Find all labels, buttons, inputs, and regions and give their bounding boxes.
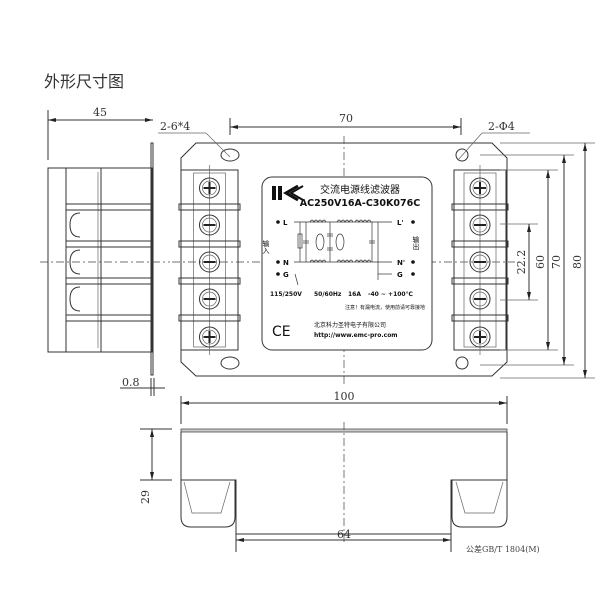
dim-height-80: 80: [571, 255, 584, 269]
rating-voltage: 115/250V: [270, 291, 302, 298]
terminal-screw: [199, 214, 220, 236]
input-label: 输入: [262, 239, 270, 254]
terminal-l-label: L: [283, 219, 288, 227]
bottom-view: 100 29 64: [139, 390, 508, 552]
rating-temperature: -40 ~ +100℃: [368, 291, 413, 298]
side-view: 45: [40, 106, 170, 376]
rating-frequency: 50/60Hz: [314, 291, 342, 298]
mounting-hole: [455, 148, 469, 162]
output-label: 输出: [412, 235, 420, 251]
terminal-screw: [469, 326, 491, 348]
dim-length: 100: [334, 390, 355, 403]
terminal-screw: [469, 214, 491, 236]
mounting-slot: [220, 356, 240, 370]
terminal-screw: [469, 177, 491, 199]
model-number: AC250V16A-C30K076C: [300, 198, 420, 209]
terminal-n-out-label: N': [397, 259, 405, 267]
dim-height-60: 60: [534, 255, 547, 269]
dim-side-width: 45: [93, 106, 107, 119]
terminal-l-out-label: L': [397, 219, 404, 227]
dim-plate-thickness: 0.8: [122, 376, 140, 389]
side-separator: [65, 240, 153, 248]
callout-slots: 2-6*4: [160, 120, 190, 133]
company-name: 北京科力圣特电子有限公司: [314, 321, 386, 329]
terminal-g-label: G: [283, 271, 289, 279]
rating-current: 16A: [348, 291, 361, 298]
page-title: 外形尺寸图: [44, 72, 125, 91]
terminal-screw: [199, 326, 220, 348]
company-url: http://www.emc-pro.com: [314, 332, 398, 339]
warning-text: 注意！有漏电流，使用前请可靠接地: [345, 304, 425, 311]
vertical-dimensions: 80 70 60 22.2: [480, 142, 595, 379]
terminal-block: [178, 165, 241, 355]
terminal-screw: [199, 177, 220, 199]
terminal-screw: [199, 251, 220, 273]
mounting-slot: [220, 148, 240, 162]
circuit-schematic: [294, 219, 392, 286]
terminal-screw: [469, 251, 491, 273]
terminal-screw: [469, 288, 491, 310]
ce-mark: CE: [272, 324, 291, 340]
side-separator: [65, 277, 153, 285]
terminal-g-out-label: G: [397, 271, 403, 279]
dim-height-70: 70: [550, 255, 563, 269]
mounting-hole: [455, 356, 469, 370]
side-screw-head: [69, 212, 81, 238]
product-label: 交流电源线滤波器 AC250V16A-C30K076C L N G L' N' …: [261, 176, 433, 351]
dim-pitch: 22.2: [515, 250, 528, 275]
dim-depth: 29: [139, 490, 152, 504]
side-screw-head: [69, 286, 81, 312]
terminal-n-label: N: [283, 259, 289, 267]
terminal-block: [451, 165, 509, 355]
brand-logo: [272, 184, 304, 202]
product-name: 交流电源线滤波器: [320, 183, 400, 196]
terminal-screw: [199, 288, 220, 310]
side-separator: [65, 314, 153, 322]
side-separator: [65, 203, 153, 211]
side-screw-head: [69, 249, 81, 275]
dim-foot-spacing: 64: [337, 528, 351, 541]
callout-holes: 2-Φ4: [488, 120, 515, 133]
tolerance-note: 公差GB/T 1804(M): [466, 544, 540, 554]
dim-hole-spacing: 70: [339, 112, 353, 125]
